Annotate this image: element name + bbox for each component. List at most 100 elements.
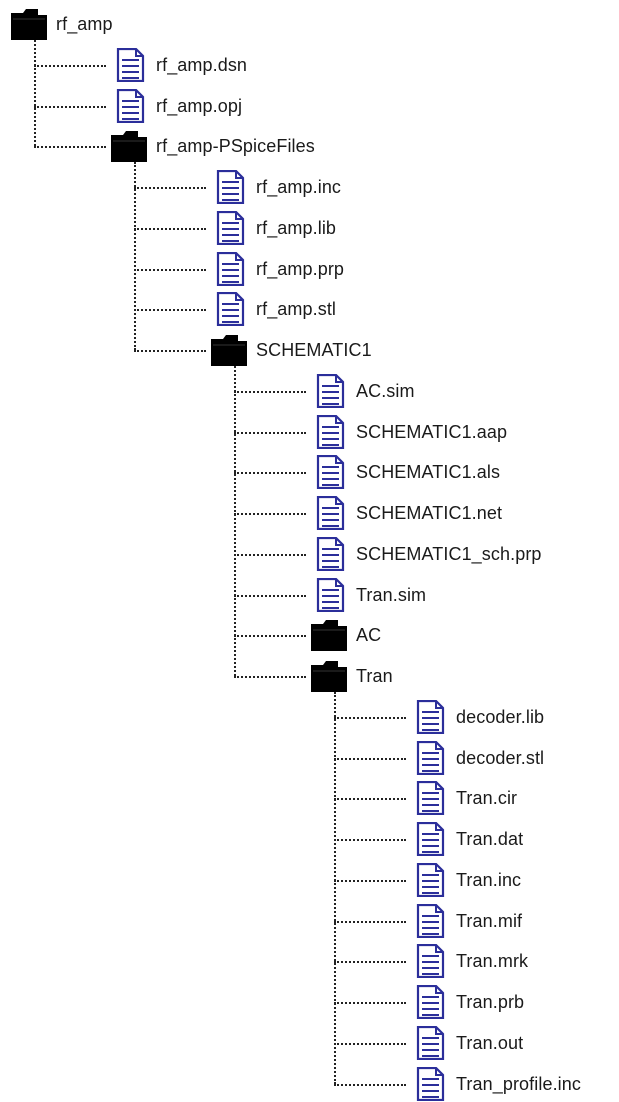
document-icon bbox=[110, 88, 148, 123]
document-icon bbox=[410, 781, 448, 816]
node-label: decoder.lib bbox=[456, 706, 545, 727]
node-label: SCHEMATIC1.als bbox=[356, 462, 501, 483]
tree-connector-vertical bbox=[334, 692, 336, 1084]
node-label: rf_amp.inc bbox=[256, 177, 342, 197]
file-tran-out[interactable]: Tran.out bbox=[410, 1025, 523, 1061]
file-tran-prb[interactable]: Tran.prb bbox=[410, 984, 524, 1020]
tree-connector-horizontal bbox=[334, 879, 406, 882]
document-icon bbox=[210, 292, 248, 327]
document-icon bbox=[410, 985, 448, 1019]
document-icon bbox=[110, 47, 148, 82]
tree-connector-horizontal bbox=[334, 1002, 406, 1004]
node-label: Tran.mif bbox=[456, 910, 523, 931]
node-label: decoder.stl bbox=[456, 747, 545, 768]
tree-connector-horizontal bbox=[234, 635, 306, 638]
folder-icon bbox=[310, 659, 348, 693]
folder-icon bbox=[310, 618, 348, 652]
file-rf-amp-lib[interactable]: rf_amp.lib bbox=[210, 210, 336, 246]
file-schematic1-als[interactable]: SCHEMATIC1.als bbox=[310, 454, 500, 490]
document-icon bbox=[310, 455, 348, 490]
node-label: rf_amp-PSpiceFiles bbox=[156, 136, 315, 157]
file-rf-amp-dsn[interactable]: rf_amp.dsn bbox=[110, 47, 247, 83]
tree-connector-horizontal bbox=[334, 1042, 406, 1045]
document-icon bbox=[210, 170, 248, 204]
file-tran-inc[interactable]: Tran.inc bbox=[410, 862, 521, 898]
document-icon bbox=[310, 577, 348, 612]
tree-connector-horizontal bbox=[234, 390, 306, 393]
node-label: SCHEMATIC1_sch.prp bbox=[356, 543, 542, 564]
document-icon bbox=[210, 251, 248, 286]
node-label: Tran.dat bbox=[456, 829, 524, 849]
node-label: Tran.cir bbox=[456, 788, 518, 809]
node-label: Tran bbox=[356, 666, 393, 686]
tree-connector-vertical bbox=[34, 40, 36, 147]
tree-connector-horizontal bbox=[334, 839, 406, 841]
tree-connector-horizontal bbox=[234, 472, 306, 475]
file-tran-sim[interactable]: Tran.sim bbox=[310, 577, 426, 613]
document-icon bbox=[410, 1025, 448, 1060]
node-label: Tran.inc bbox=[456, 869, 522, 890]
file-rf-amp-prp[interactable]: rf_amp.prp bbox=[210, 251, 344, 287]
node-label: Tran.out bbox=[456, 1032, 524, 1053]
tree-connector-horizontal bbox=[334, 961, 406, 964]
node-label: rf_amp bbox=[56, 14, 113, 34]
file-rf-amp-stl[interactable]: rf_amp.stl bbox=[210, 291, 336, 327]
tree-connector-horizontal bbox=[334, 1083, 406, 1086]
tree-connector-horizontal bbox=[34, 64, 106, 67]
node-label: SCHEMATIC1 bbox=[256, 340, 372, 360]
folder-icon bbox=[210, 333, 248, 367]
tree-connector-horizontal bbox=[34, 105, 106, 108]
tree-connector-horizontal bbox=[134, 309, 206, 312]
file-tran-dat[interactable]: Tran.dat bbox=[410, 821, 523, 857]
tree-connector-horizontal bbox=[334, 798, 406, 801]
file-tran-profile-inc[interactable]: Tran_profile.inc bbox=[410, 1066, 581, 1102]
tree-connector-vertical bbox=[134, 162, 136, 350]
document-icon bbox=[410, 1066, 448, 1101]
file-rf-amp-inc[interactable]: rf_amp.inc bbox=[210, 169, 341, 205]
file-schematic1-sch-prp[interactable]: SCHEMATIC1_sch.prp bbox=[310, 536, 542, 572]
tree-connector-horizontal bbox=[134, 350, 206, 352]
file-decoder-stl[interactable]: decoder.stl bbox=[410, 740, 544, 776]
folder-icon bbox=[110, 129, 148, 163]
tree-connector-horizontal bbox=[134, 187, 206, 189]
tree-connector-horizontal bbox=[234, 513, 306, 515]
node-label: Tran.sim bbox=[356, 584, 427, 605]
file-tran-mif[interactable]: Tran.mif bbox=[410, 903, 522, 939]
document-icon bbox=[410, 740, 448, 775]
file-schematic1-aap[interactable]: SCHEMATIC1.aap bbox=[310, 414, 507, 450]
node-label: Tran.mrk bbox=[456, 951, 529, 972]
file-ac-sim[interactable]: AC.sim bbox=[310, 373, 415, 409]
tree-connector-horizontal bbox=[234, 431, 306, 434]
document-icon bbox=[410, 862, 448, 897]
node-label: rf_amp.opj bbox=[156, 95, 243, 116]
folder-rf-amp-pspicefiles[interactable]: rf_amp-PSpiceFiles bbox=[110, 128, 315, 164]
document-icon bbox=[310, 373, 348, 408]
file-rf-amp-opj[interactable]: rf_amp.opj bbox=[110, 88, 242, 124]
document-icon bbox=[410, 822, 448, 856]
tree-connector-horizontal bbox=[134, 268, 206, 271]
file-tran-cir[interactable]: Tran.cir bbox=[410, 780, 517, 816]
document-icon bbox=[310, 414, 348, 449]
tree-connector-horizontal bbox=[334, 920, 406, 923]
document-icon bbox=[410, 944, 448, 979]
file-tran-mrk[interactable]: Tran.mrk bbox=[410, 943, 528, 979]
node-label: AC.sim bbox=[356, 380, 415, 401]
node-label: rf_amp.lib bbox=[256, 217, 337, 238]
document-icon bbox=[310, 496, 348, 530]
node-label: SCHEMATIC1.aap bbox=[356, 421, 508, 442]
node-label: AC bbox=[356, 625, 382, 646]
file-decoder-lib[interactable]: decoder.lib bbox=[410, 699, 544, 735]
tree-connector-vertical bbox=[234, 366, 236, 676]
tree-connector-horizontal bbox=[234, 676, 306, 678]
tree-connector-horizontal bbox=[34, 146, 106, 149]
tree-connector-horizontal bbox=[234, 553, 306, 556]
folder-ac[interactable]: AC bbox=[310, 617, 381, 653]
tree-connector-horizontal bbox=[334, 716, 406, 719]
file-schematic1-net[interactable]: SCHEMATIC1.net bbox=[310, 495, 502, 531]
node-label: SCHEMATIC1.net bbox=[356, 503, 503, 523]
node-label: rf_amp.prp bbox=[256, 258, 345, 279]
folder-rf-amp[interactable]: rf_amp bbox=[10, 6, 113, 42]
folder-tran[interactable]: Tran bbox=[310, 658, 393, 694]
folder-schematic1[interactable]: SCHEMATIC1 bbox=[210, 332, 372, 368]
